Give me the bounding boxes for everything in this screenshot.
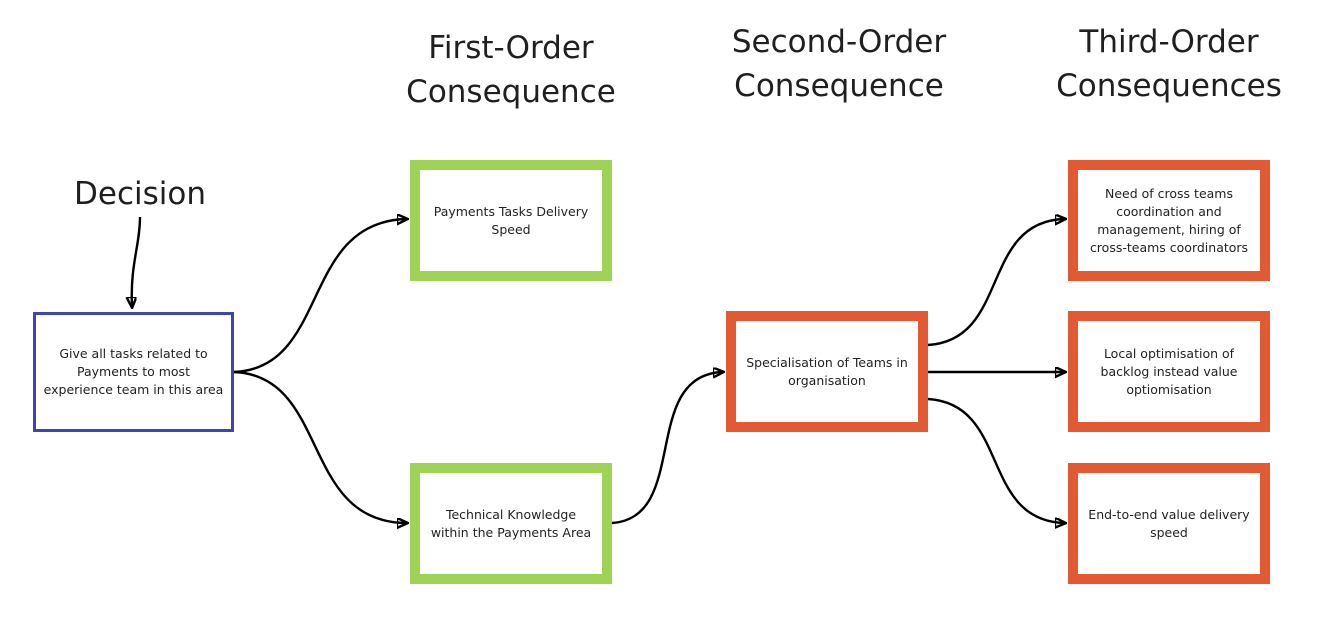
first-order-box-technical-knowledge: Technical Knowledge within the Payments … <box>410 463 612 584</box>
decision-box: Give all tasks related to Payments to mo… <box>33 312 234 432</box>
arrow-specialisation-to-value-delivery <box>927 397 1064 523</box>
arrow-technical-knowledge-to-specialisation <box>611 372 722 525</box>
third-order-box-value-delivery: End-to-end value delivery speed <box>1068 463 1270 584</box>
first-order-text: Payments Tasks Delivery Speed <box>433 203 589 237</box>
arrow-decision-to-delivery-speed <box>233 219 406 374</box>
decision-text: Give all tasks related to Payments to mo… <box>43 346 224 397</box>
third-order-box-local-optimisation: Local optimisation of backlog instead va… <box>1068 311 1270 432</box>
heading-second-order: Second-Order Consequence <box>731 24 947 104</box>
decision-label: Decision <box>74 176 206 212</box>
first-order-box-delivery-speed: Payments Tasks Delivery Speed <box>410 160 612 281</box>
third-order-text: End-to-end value delivery speed <box>1088 506 1250 540</box>
first-order-text: Technical Knowledge within the Payments … <box>430 506 592 540</box>
second-order-box-specialisation: Specialisation of Teams in organisation <box>726 311 928 432</box>
arrow-specialisation-to-coordination <box>927 219 1064 347</box>
heading-third-order: Third-Order Consequences <box>1056 24 1282 104</box>
third-order-text: Local optimisation of backlog instead va… <box>1100 345 1238 397</box>
arrow-decision-to-technical-knowledge <box>233 370 406 523</box>
second-order-text: Specialisation of Teams in organisation <box>746 354 908 388</box>
third-order-box-coordination: Need of cross teams coordination and man… <box>1068 160 1270 281</box>
heading-first-order: First-Order Consequence <box>406 30 616 110</box>
third-order-text: Need of cross teams coordination and man… <box>1089 185 1249 255</box>
arrow-decision-label-to-box <box>132 216 142 306</box>
